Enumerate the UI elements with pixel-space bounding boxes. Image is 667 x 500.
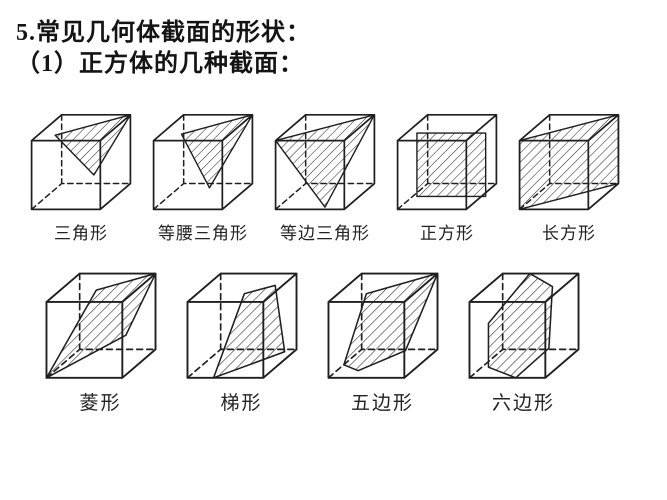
figure-pentagon: 五边形	[312, 264, 453, 415]
figure-label: 长方形	[542, 224, 596, 243]
figure-isosceles-triangle: 等腰三角形	[142, 106, 264, 244]
figure-label: 五边形	[350, 393, 414, 414]
slide-subtitle: （1）正方体的几种截面：	[16, 51, 304, 77]
cross-section-row-1: 三角形 等腰三角形 等边三角形 正方形	[20, 106, 667, 244]
hexagon-section	[487, 272, 553, 379]
figure-equilateral-triangle: 等边三角形	[264, 106, 386, 244]
figure-square: 正方形	[386, 106, 508, 244]
figure-label: 梯形	[220, 393, 263, 414]
figure-label: 等边三角形	[280, 224, 370, 243]
cube-triangle-drawing	[30, 113, 132, 211]
figure-label: 三角形	[54, 224, 108, 243]
cube-hexagon-drawing	[468, 272, 579, 379]
cube-rectangle-drawing	[518, 113, 620, 211]
cube-trapezoid-drawing	[186, 272, 297, 379]
equilateral-triangle-section	[274, 114, 376, 208]
pentagon-section	[342, 272, 438, 372]
cube-pentagon-drawing	[327, 272, 438, 379]
figure-hexagon: 六边形	[453, 264, 594, 415]
slide-title: 5.常见几何体截面的形状：	[16, 20, 311, 46]
cube-rhombus-drawing	[45, 272, 156, 379]
cross-section-row-2: 菱形 梯形 五边形 六边形	[30, 264, 667, 415]
cube-square-drawing	[396, 113, 498, 211]
square-section	[416, 132, 487, 198]
cube-equilateral-triangle-drawing	[274, 113, 376, 211]
figure-label: 六边形	[491, 393, 555, 414]
figure-triangle: 三角形	[20, 106, 142, 244]
cube-isosceles-triangle-drawing	[152, 113, 254, 211]
figure-rhombus: 菱形	[30, 264, 171, 415]
figure-trapezoid: 梯形	[171, 264, 312, 415]
figure-label: 等腰三角形	[158, 224, 248, 243]
trapezoid-section	[212, 284, 285, 379]
title-block: 5.常见几何体截面的形状： （1）正方体的几种截面：	[0, 0, 667, 80]
figure-label: 菱形	[79, 393, 122, 414]
figure-label: 正方形	[420, 224, 474, 243]
isosceles-triangle-section	[180, 114, 254, 189]
figure-rectangle: 长方形	[508, 106, 630, 244]
